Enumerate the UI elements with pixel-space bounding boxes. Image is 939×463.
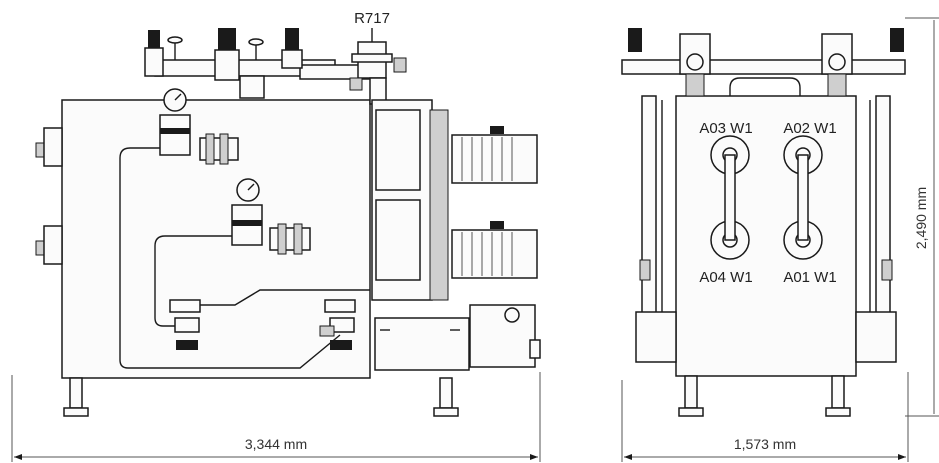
side-regulators xyxy=(159,114,311,255)
side-pumps xyxy=(371,99,538,301)
side-control-box xyxy=(374,304,541,371)
side-width-label: 3,344 mm xyxy=(245,436,307,452)
front-height-dimension xyxy=(905,17,939,417)
side-top-manifold xyxy=(144,28,407,105)
side-width-dimension xyxy=(11,372,541,462)
front-view xyxy=(621,17,939,462)
side-internal-piping xyxy=(119,147,370,369)
connection-label-a04: A04 W1 xyxy=(699,269,752,286)
refrigerant-label: R717 xyxy=(354,10,390,27)
height-label: 2,490 mm xyxy=(913,187,929,249)
front-top-assembly xyxy=(621,28,906,97)
connection-label-a03: A03 W1 xyxy=(699,120,752,137)
connection-label-a02: A02 W1 xyxy=(783,120,836,137)
side-feet xyxy=(63,377,459,417)
front-flanges xyxy=(710,135,823,260)
side-left-pipe-loop xyxy=(10,127,63,265)
front-tank-body xyxy=(675,95,857,377)
front-feet xyxy=(678,375,851,417)
front-width-label: 1,573 mm xyxy=(734,436,796,452)
front-width-dimension xyxy=(621,372,909,462)
side-gauges xyxy=(163,88,260,202)
front-side-pipes xyxy=(635,95,897,363)
side-view xyxy=(10,28,541,462)
connection-label-a01: A01 W1 xyxy=(783,269,836,286)
